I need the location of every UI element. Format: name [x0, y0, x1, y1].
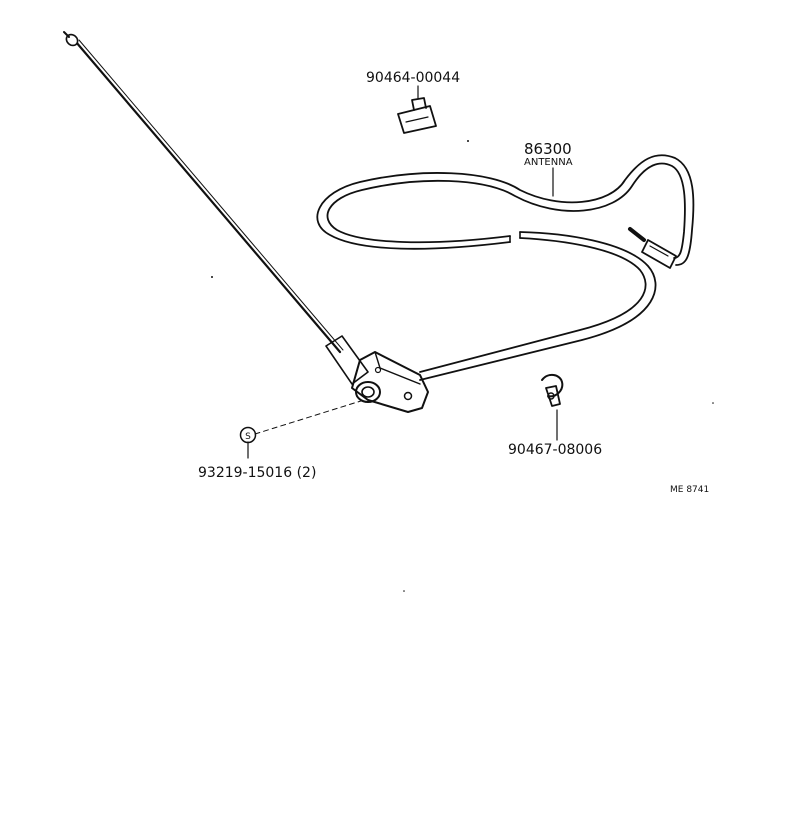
- speck: [211, 276, 213, 278]
- figure-code: ME 8741: [670, 485, 709, 495]
- screw-symbol-circle: [239, 426, 257, 444]
- screw-symbol: S: [245, 432, 251, 442]
- speck: [712, 402, 714, 404]
- antenna-part-number: 86300: [524, 140, 572, 158]
- antenna-part-name: ANTENNA: [524, 157, 573, 168]
- screw-part-number: 93219-15016 (2): [198, 465, 316, 481]
- speck: [467, 140, 469, 142]
- clamp-part: [541, 374, 564, 441]
- speck: [403, 590, 405, 592]
- antenna-base: [351, 351, 429, 413]
- clip-part-number: 90464-00044: [366, 70, 460, 86]
- screw-dashed-line: [254, 399, 365, 435]
- antenna-mast: [63, 31, 369, 385]
- clip-part: [397, 85, 437, 134]
- clamp-part-number: 90467-08006: [508, 442, 602, 458]
- cable-connector: [628, 227, 677, 269]
- antenna-cable: [316, 154, 695, 381]
